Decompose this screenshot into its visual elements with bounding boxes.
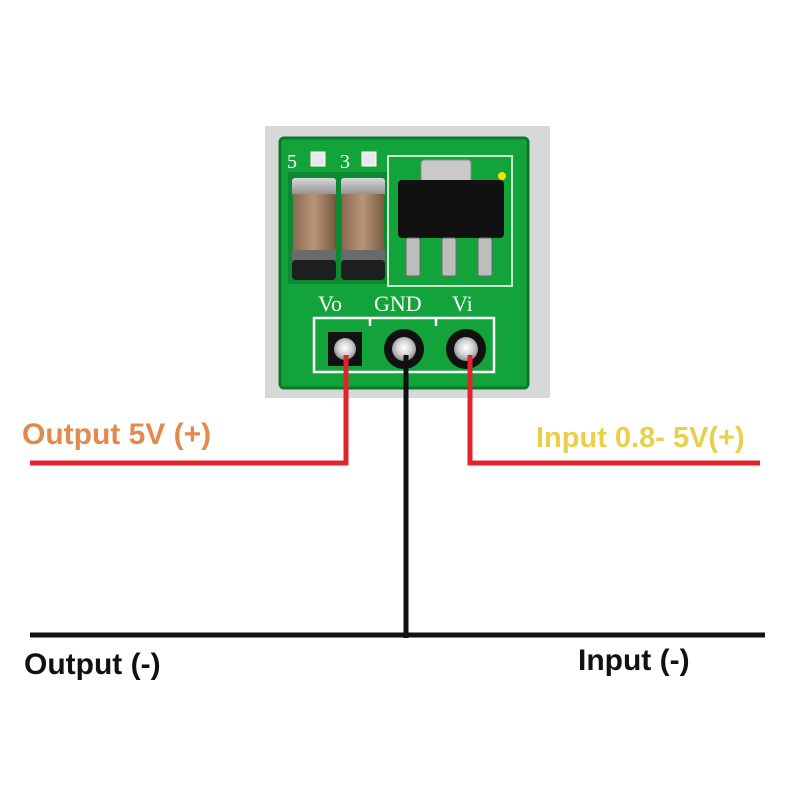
ic-silkscreen-outline bbox=[387, 155, 513, 287]
jumper-pad-3 bbox=[361, 151, 377, 167]
jumper-pad-5 bbox=[310, 151, 326, 167]
pcb-board: 5 3 Vo GND bbox=[278, 136, 530, 390]
pin-label-vo: Vo bbox=[318, 291, 342, 316]
pad-vo bbox=[328, 332, 362, 366]
output-positive-wire bbox=[30, 355, 349, 466]
output-negative-label: Output (-) bbox=[24, 648, 161, 681]
input-positive-label: Input 0.8- 5V(+) bbox=[536, 422, 745, 454]
input-negative-label: Input (-) bbox=[578, 644, 690, 677]
pin-label-gnd: GND bbox=[374, 291, 422, 316]
input-positive-wire bbox=[467, 355, 760, 466]
jumper-label-5: 5 bbox=[287, 151, 297, 173]
pin1-marker bbox=[498, 172, 506, 180]
pin-label-vi: Vi bbox=[452, 291, 473, 316]
output-positive-label: Output 5V (+) bbox=[22, 418, 212, 451]
pad-gnd bbox=[384, 329, 424, 369]
regulator-ic bbox=[398, 159, 504, 277]
capacitor-c1 bbox=[288, 172, 340, 284]
capacitor-c2 bbox=[337, 172, 389, 284]
jumper-label-3: 3 bbox=[340, 151, 350, 173]
pad-vi bbox=[446, 329, 486, 369]
